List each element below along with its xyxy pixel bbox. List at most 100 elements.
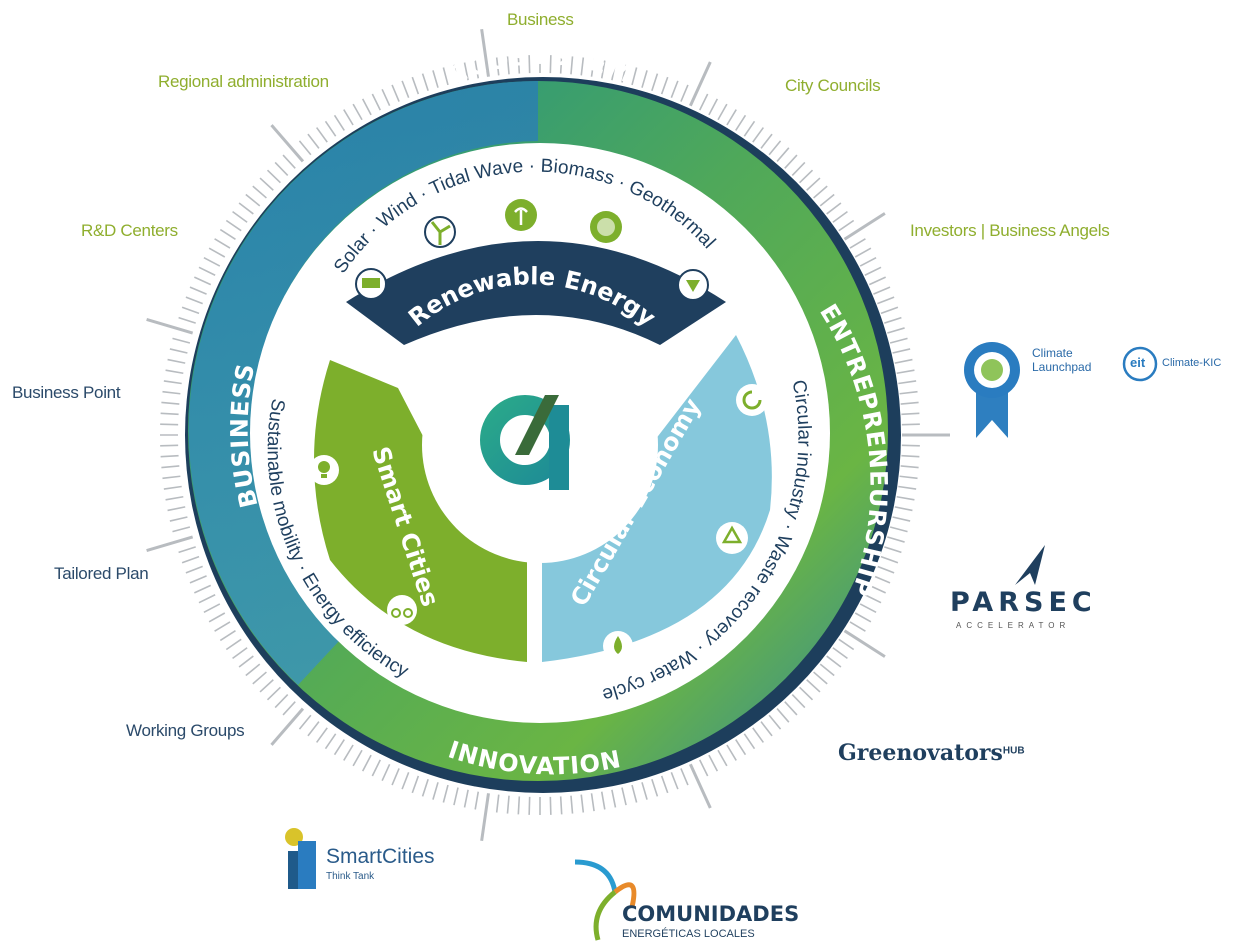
gauge-tick bbox=[203, 256, 221, 267]
gauge-tick bbox=[799, 686, 814, 701]
smartcities-tag: Think Tank bbox=[326, 871, 375, 882]
parsec-name: PARSEC bbox=[950, 587, 1097, 618]
water-drop-icon bbox=[603, 631, 633, 661]
gauge-tick bbox=[854, 612, 872, 623]
gauge-tick bbox=[894, 506, 913, 512]
gauge-tick bbox=[735, 739, 747, 756]
gauge-tick bbox=[208, 612, 226, 623]
gauge-tick bbox=[699, 759, 709, 777]
gauge-tick bbox=[600, 60, 606, 79]
gauge-tick bbox=[854, 247, 872, 258]
gauge-tick bbox=[307, 721, 320, 737]
gauge-tick bbox=[401, 80, 410, 98]
gauge-tick bbox=[641, 70, 648, 88]
gauge-tick bbox=[167, 358, 186, 364]
gauge-major-tick bbox=[689, 763, 712, 809]
greenovators-name: Greenovators bbox=[838, 740, 1003, 766]
gauge-tick bbox=[900, 465, 919, 469]
gauge-tick bbox=[838, 638, 855, 651]
gauge-tick bbox=[232, 647, 248, 660]
gauge-tick bbox=[776, 147, 790, 162]
solar-panel-icon bbox=[355, 268, 387, 300]
gauge-tick bbox=[776, 708, 790, 723]
gauge-tick bbox=[361, 754, 372, 772]
smartcities-think-tank-logo: SmartCities Think Tank bbox=[282, 827, 452, 891]
gauge-tick bbox=[898, 485, 917, 490]
gauge-tick bbox=[381, 89, 391, 107]
comunidades-tag: ENERGÉTICAS LOCALES bbox=[622, 928, 755, 940]
parsec-accelerator-logo: PARSEC ACCELERATOR bbox=[950, 545, 1100, 635]
gauge-tick bbox=[274, 161, 289, 176]
gauge-tick bbox=[432, 782, 439, 800]
climate-kic-text: Climate-KIC bbox=[1162, 357, 1222, 369]
parsec-arrow-icon bbox=[1015, 545, 1045, 585]
gauge-tick bbox=[799, 169, 814, 184]
gauge-tick bbox=[868, 584, 886, 594]
eit-badge-text: eit bbox=[1130, 355, 1146, 370]
gauge-tick bbox=[559, 55, 563, 74]
business-ring-segment bbox=[188, 81, 538, 685]
gauge-tick bbox=[194, 584, 212, 594]
gauge-tick bbox=[570, 795, 574, 814]
gauge-tick bbox=[868, 276, 886, 286]
gauge-tick bbox=[371, 93, 381, 111]
gauge-tick bbox=[819, 663, 835, 677]
gauge-tick bbox=[219, 630, 236, 642]
gauge-tick bbox=[214, 621, 231, 632]
gauge-major-tick bbox=[146, 318, 194, 335]
gauge-tick bbox=[252, 185, 267, 199]
gauge-tick bbox=[324, 733, 337, 750]
gauge-tick bbox=[245, 193, 261, 207]
gauge-tick bbox=[651, 779, 659, 797]
gauge-tick bbox=[225, 219, 242, 232]
gauge-major-tick bbox=[843, 629, 886, 658]
gauge-tick bbox=[806, 177, 821, 191]
gauge-tick bbox=[670, 772, 679, 790]
bicycle-icon bbox=[387, 595, 417, 625]
gauge-tick bbox=[901, 423, 920, 426]
gauge-major-tick bbox=[270, 124, 305, 163]
gauge-tick bbox=[352, 749, 363, 767]
gauge-tick bbox=[245, 663, 261, 677]
gauge-tick bbox=[726, 744, 737, 761]
gauge-tick bbox=[391, 84, 400, 102]
gauge-tick bbox=[315, 127, 328, 143]
label-working-groups: Working Groups bbox=[126, 721, 245, 740]
gauge-tick bbox=[274, 694, 289, 709]
gauge-tick bbox=[167, 506, 186, 512]
gauge-tick bbox=[259, 679, 274, 693]
center-disc bbox=[422, 327, 658, 563]
gauge-tick bbox=[887, 327, 905, 334]
gauge-tick bbox=[743, 120, 756, 137]
gauge-tick bbox=[864, 266, 882, 276]
gauge-tick bbox=[877, 565, 895, 574]
gauge-tick bbox=[651, 73, 659, 91]
gauge-tick bbox=[282, 154, 296, 169]
lightbulb-icon bbox=[309, 455, 339, 485]
climate-launchpad-line1: Climate bbox=[1032, 346, 1073, 360]
gauge-tick bbox=[169, 516, 188, 522]
gauge-tick bbox=[873, 575, 891, 584]
gauge-tick bbox=[189, 575, 207, 584]
gauge-tick bbox=[859, 256, 877, 267]
ribbon-icon bbox=[964, 342, 1020, 438]
gauge-tick bbox=[813, 671, 828, 685]
gauge-tick bbox=[194, 276, 212, 286]
gauge-tick bbox=[877, 296, 895, 305]
greenovators-hub-logo: GreenovatorsHUB bbox=[838, 740, 1058, 780]
gauge-tick bbox=[411, 775, 420, 794]
gauge-tick bbox=[411, 76, 420, 95]
gauge-tick bbox=[421, 73, 429, 91]
gauge-tick bbox=[887, 536, 905, 543]
gauge-tick bbox=[181, 306, 200, 315]
label-rd-centers: R&D Centers bbox=[81, 221, 178, 240]
gauge-tick bbox=[185, 296, 203, 305]
gauge-tick bbox=[162, 390, 181, 395]
gauge-tick bbox=[896, 369, 915, 375]
gauge-tick bbox=[880, 555, 899, 564]
gauge-tick bbox=[198, 594, 216, 604]
climate-launchpad-line2: Launchpad bbox=[1032, 360, 1092, 374]
gauge-tick bbox=[208, 247, 226, 258]
gauge-tick bbox=[813, 185, 828, 199]
gauge-tick bbox=[528, 55, 531, 74]
